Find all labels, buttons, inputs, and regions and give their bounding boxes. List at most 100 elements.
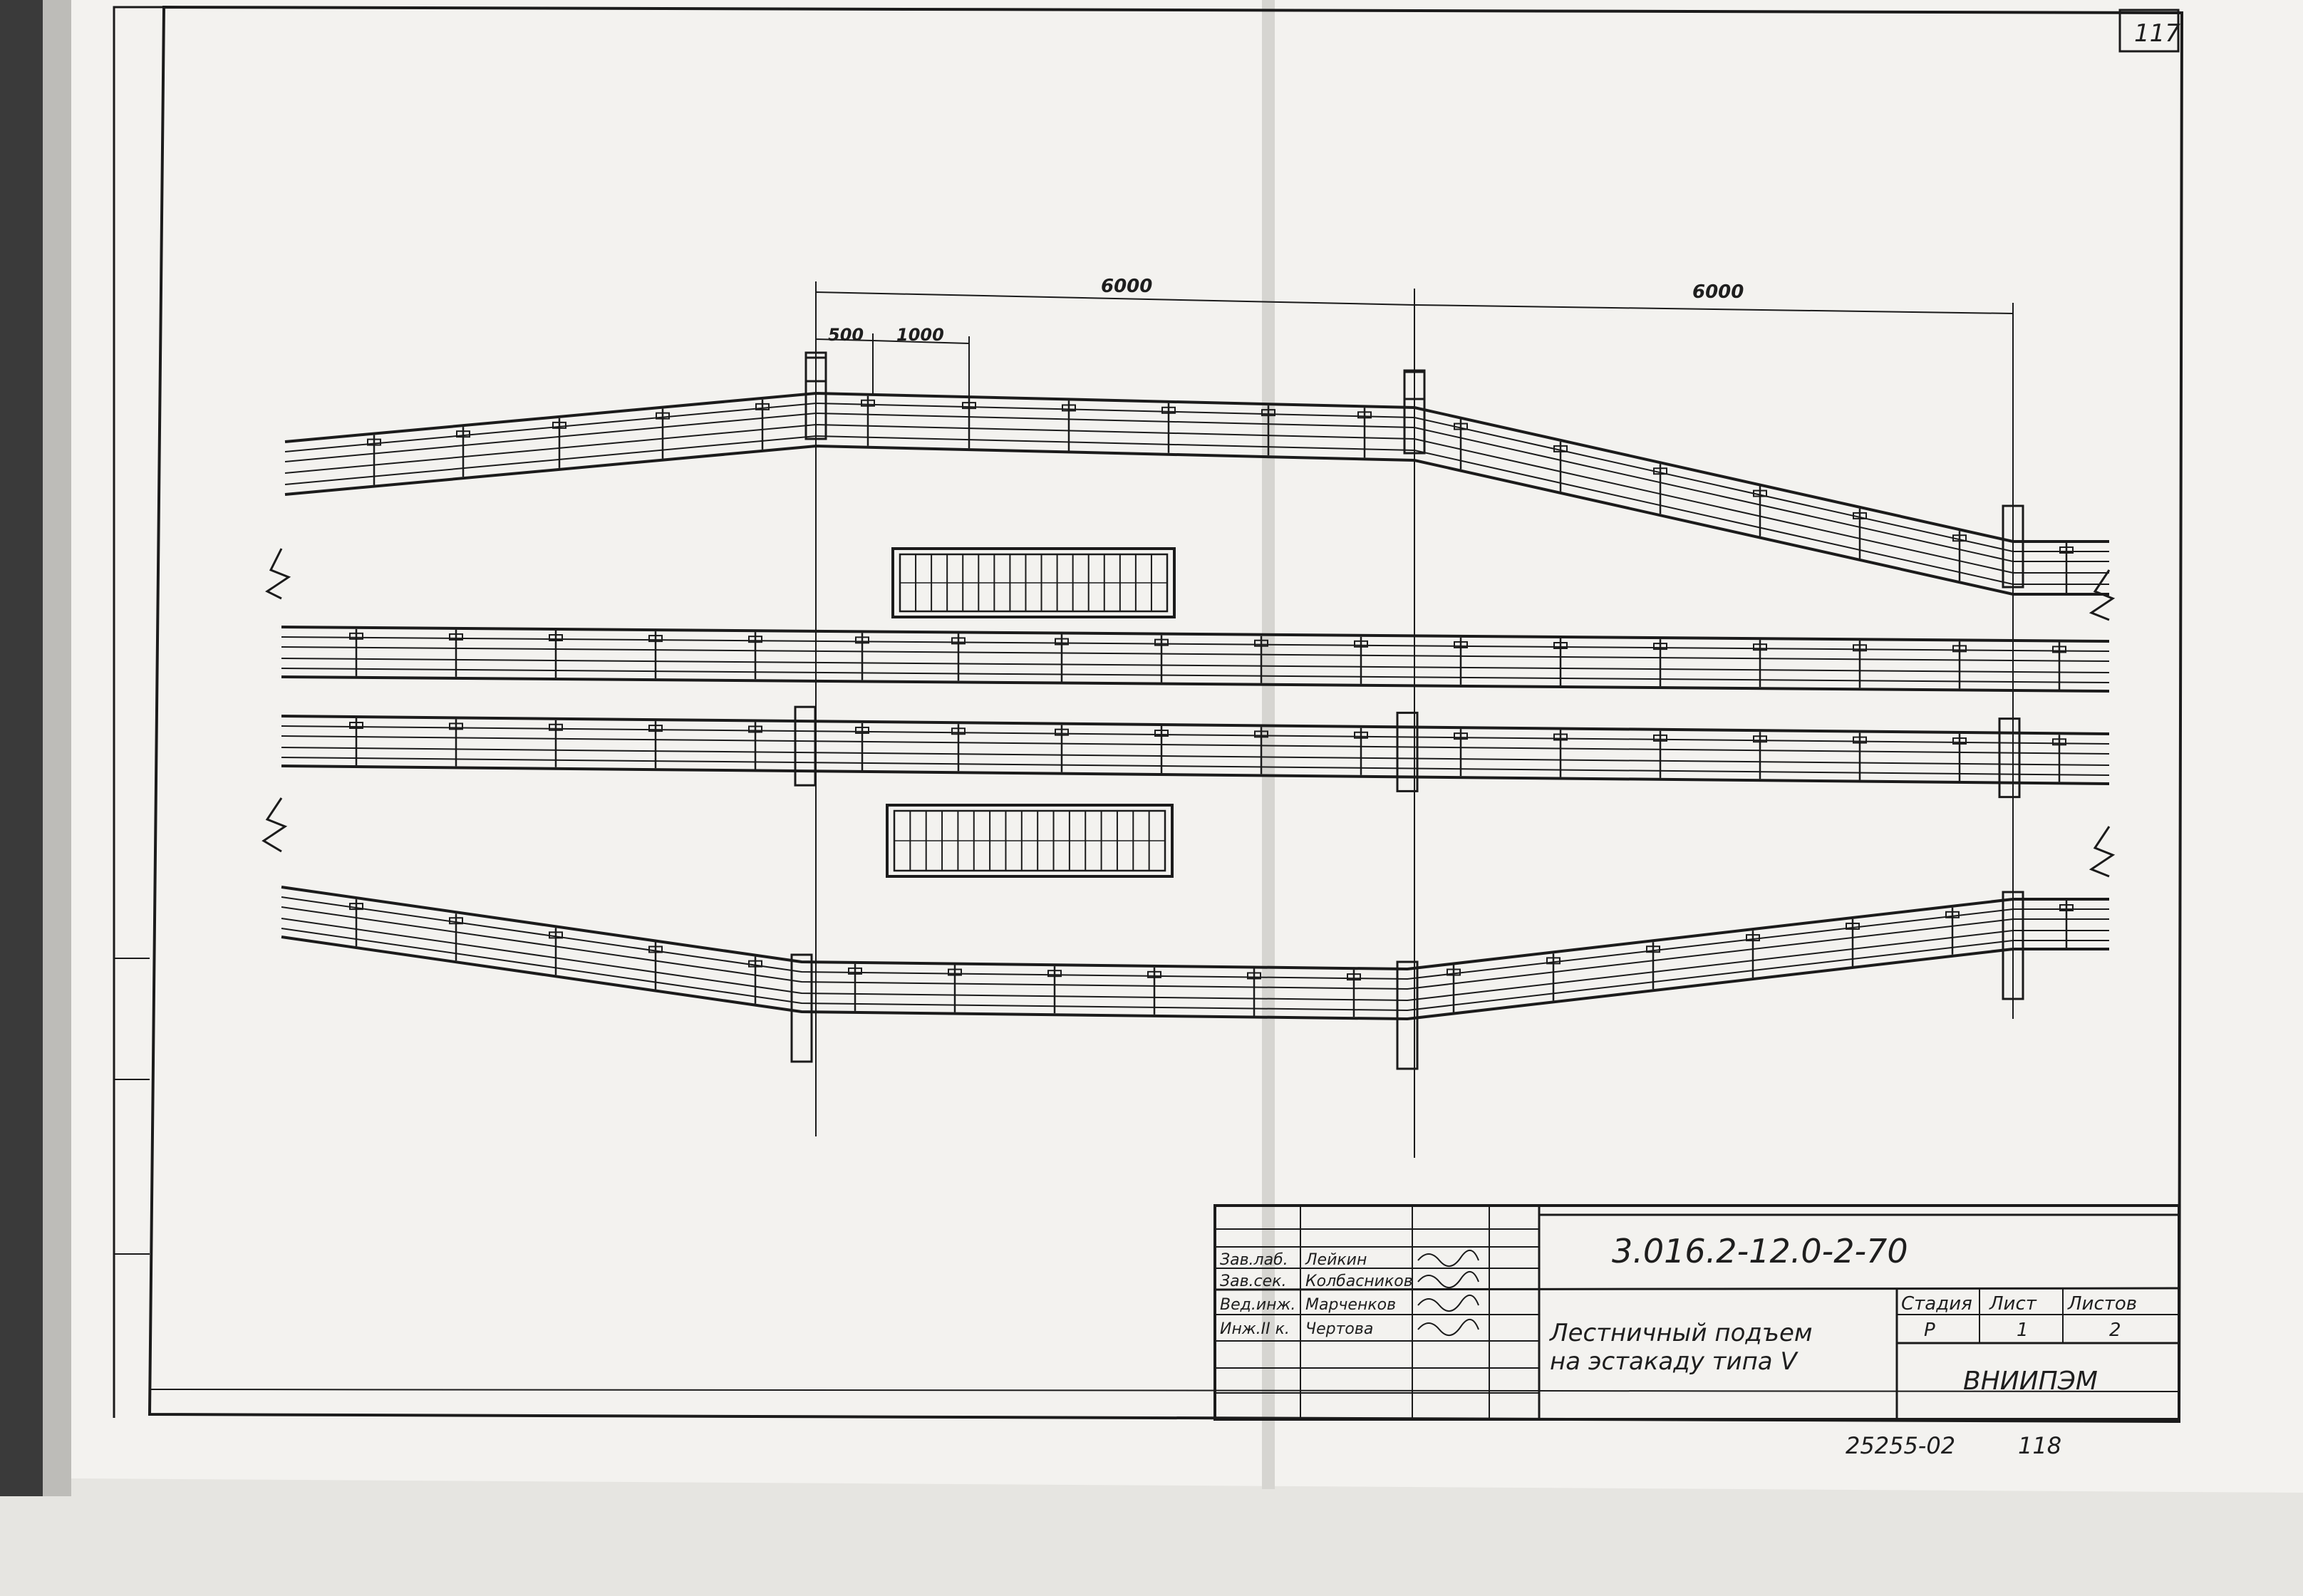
role-label: Вед.инж. (1220, 1296, 1295, 1314)
signature-mark (1417, 1319, 1479, 1336)
signature-mark (1417, 1271, 1479, 1288)
column-pilaster (2002, 504, 2024, 589)
stage-value: Р (1924, 1320, 1935, 1341)
railing-middle-2 (281, 705, 2110, 799)
post-bracket (855, 636, 869, 644)
rail-bar (281, 918, 2109, 1002)
column-pilaster (1396, 711, 1419, 792)
post-bracket (1945, 911, 1960, 918)
column-pilaster (1403, 369, 1426, 400)
stage-header: Стадия (1901, 1293, 1972, 1315)
post-bracket (1347, 973, 1361, 981)
signature-rows: Зав.лаб.ЛейкинЗав.сек.КолбасниковВед.инж… (1220, 1250, 1479, 1338)
dimension-6000-right: 6000 (1692, 281, 1744, 303)
post-bracket (1646, 945, 1660, 953)
post-bracket (1261, 409, 1275, 417)
column-pilaster (790, 953, 813, 1063)
rail-bar (281, 936, 2109, 1021)
post-bracket (1147, 970, 1161, 978)
column-pilaster (794, 705, 817, 787)
post-bracket (1853, 644, 1867, 652)
scan-binding-shadow (0, 0, 43, 1496)
post-bracket (1247, 972, 1261, 980)
bottom-code: 25255-02 (1846, 1432, 1955, 1459)
post-bracket (1952, 534, 1967, 542)
column-pilaster (804, 356, 827, 440)
rail-bar (281, 896, 2109, 980)
sheet-header: Лист (1989, 1293, 2037, 1315)
post-bracket (2059, 546, 2074, 554)
rail-bar (281, 928, 2109, 1012)
column-pilaster (804, 351, 827, 383)
rail-bar (281, 747, 2110, 766)
post-bracket (1546, 957, 1561, 965)
post-bracket (848, 967, 862, 975)
person-name: Марченков (1305, 1296, 1396, 1314)
post-bracket (1454, 423, 1468, 430)
post-bracket (1753, 643, 1767, 651)
post-bracket (1653, 643, 1667, 651)
page-number: 117 (2134, 19, 2180, 48)
rail-bar (281, 636, 2110, 652)
post-bracket (1354, 640, 1368, 648)
column-pilaster (1396, 960, 1419, 1070)
title-line-1: Лестничный подъем (1548, 1319, 1813, 1347)
railing-bottom (281, 886, 2109, 1070)
rail-bar (281, 626, 2110, 643)
post-bracket (755, 403, 770, 410)
document-code: 3.016.2-12.0-2-70 (1612, 1232, 1908, 1270)
post-bracket (1846, 922, 1860, 930)
post-bracket (349, 903, 363, 911)
bottom-page: 118 (2018, 1432, 2061, 1459)
post-bracket (1062, 404, 1076, 412)
post-bracket (1753, 735, 1767, 743)
post-bracket (748, 960, 762, 968)
dimension-1000: 1000 (896, 325, 944, 345)
person-name: Чертова (1305, 1320, 1373, 1338)
role-label: Зав.лаб. (1220, 1251, 1288, 1269)
post-bracket (1853, 736, 1867, 744)
rail-bar (284, 412, 2109, 562)
post-bracket (1454, 641, 1468, 648)
sheet-value: 1 (2017, 1320, 2029, 1341)
column-pilaster (1403, 370, 1426, 455)
post-bracket (1952, 645, 1967, 653)
post-bracket (951, 727, 966, 735)
post-bracket (449, 917, 463, 925)
person-name: Лейкин (1305, 1251, 1367, 1269)
break-marks (262, 548, 2116, 878)
stair-treads-upper (891, 547, 1176, 618)
sheets-value: 2 (2109, 1320, 2121, 1341)
post-bracket (1653, 467, 1667, 475)
rail-bar (281, 735, 2110, 755)
dimension-500: 500 (828, 325, 864, 345)
rail-bar (284, 402, 2109, 552)
title-block (1213, 1204, 2180, 1421)
dimension-6000-left: 6000 (1101, 276, 1152, 297)
post-bracket (1154, 730, 1169, 737)
post-bracket (1853, 512, 1867, 519)
rail-bar (284, 423, 2109, 574)
rail-bar (281, 675, 2110, 693)
post-bracket (861, 399, 875, 407)
post-bracket (1055, 638, 1069, 646)
post-bracket (748, 725, 762, 733)
post-bracket (1357, 411, 1372, 419)
post-bracket (1553, 733, 1568, 741)
post-bracket (1553, 445, 1568, 452)
title-line-2: на эстакаду типа V (1550, 1347, 1799, 1376)
column-pilaster (2002, 891, 2024, 1000)
post-bracket (1161, 406, 1176, 414)
sheets-header: Листов (2067, 1293, 2137, 1315)
rail-bar (281, 757, 2110, 776)
post-bracket (962, 402, 976, 410)
rail-bar (284, 444, 2109, 596)
column-pilaster (1998, 717, 2021, 799)
post-bracket (1055, 728, 1069, 736)
post-bracket (1746, 934, 1760, 942)
post-bracket (549, 634, 563, 642)
post-bracket (855, 726, 869, 734)
post-bracket (367, 438, 381, 446)
post-bracket (1952, 737, 1967, 745)
rail-bar (284, 391, 2109, 543)
